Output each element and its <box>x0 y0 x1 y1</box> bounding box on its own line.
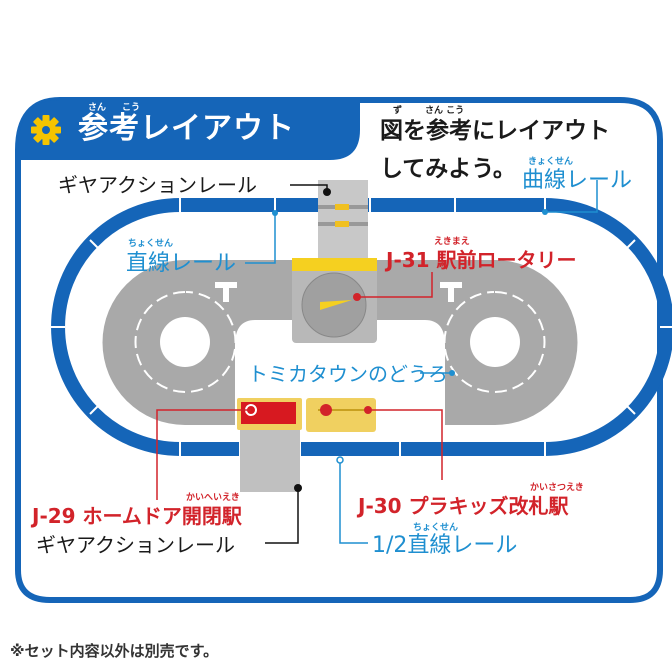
label-tomica-road: トミカタウンのどうろ <box>248 362 448 386</box>
rail-oval <box>51 198 672 456</box>
label-curved-rail: 曲線レール <box>522 168 633 193</box>
label-curved-rail-ruby: きょくせん <box>528 157 574 167</box>
instruction-line-2: してみよう。 <box>380 156 516 182</box>
road-left <box>102 260 300 425</box>
instruction-ruby-2: さん こう <box>425 106 465 116</box>
label-j30-ruby: かいさつえき <box>530 483 584 493</box>
label-j29-ruby: かいへいえき <box>186 493 240 503</box>
footnote: ※セット内容以外は別売です。 <box>10 642 219 660</box>
leader-j31 <box>357 272 433 298</box>
leader-gear-top <box>290 184 328 192</box>
j30-station <box>306 398 376 432</box>
instruction-line-1: 図を参考にレイアウト <box>380 118 610 144</box>
label-half-straight-rail: 1/2直線レール <box>372 533 518 558</box>
j29-station <box>237 398 302 492</box>
gear-action-rail-top <box>318 180 368 260</box>
leader-straight <box>245 213 276 264</box>
label-straight-rail: 直線レール <box>126 251 237 276</box>
leader-j29 <box>156 409 251 500</box>
leader-j30 <box>368 409 443 480</box>
label-straight-rail-ruby: ちょくせん <box>128 239 174 249</box>
j31-rotary <box>292 258 377 343</box>
page-title: 参考レイアウト <box>78 111 295 146</box>
leader-half-rail <box>339 460 368 544</box>
leader-gear-bottom <box>265 488 299 544</box>
label-j30-station: J-30 プラキッズ改札駅 <box>358 494 569 518</box>
instruction-ruby-1: ず <box>393 106 403 116</box>
label-gear-action-rail-bottom: ギヤアクションレール <box>36 533 235 557</box>
road-right <box>370 260 578 425</box>
title-tab <box>18 100 360 160</box>
label-j31-rotary: J-31 駅前ロータリー <box>386 248 577 272</box>
label-j31-ruby: えきまえ <box>434 237 470 247</box>
label-half-straight-rail-ruby: ちょくせん <box>413 523 459 533</box>
gear-icon <box>31 115 61 145</box>
label-gear-action-rail-top: ギヤアクションレール <box>58 173 257 197</box>
title-ruby-1: さん <box>88 103 107 113</box>
leader-curved <box>545 180 598 213</box>
title-ruby-2: こう <box>122 103 141 113</box>
label-j29-station: J-29 ホームドア開閉駅 <box>32 504 242 528</box>
